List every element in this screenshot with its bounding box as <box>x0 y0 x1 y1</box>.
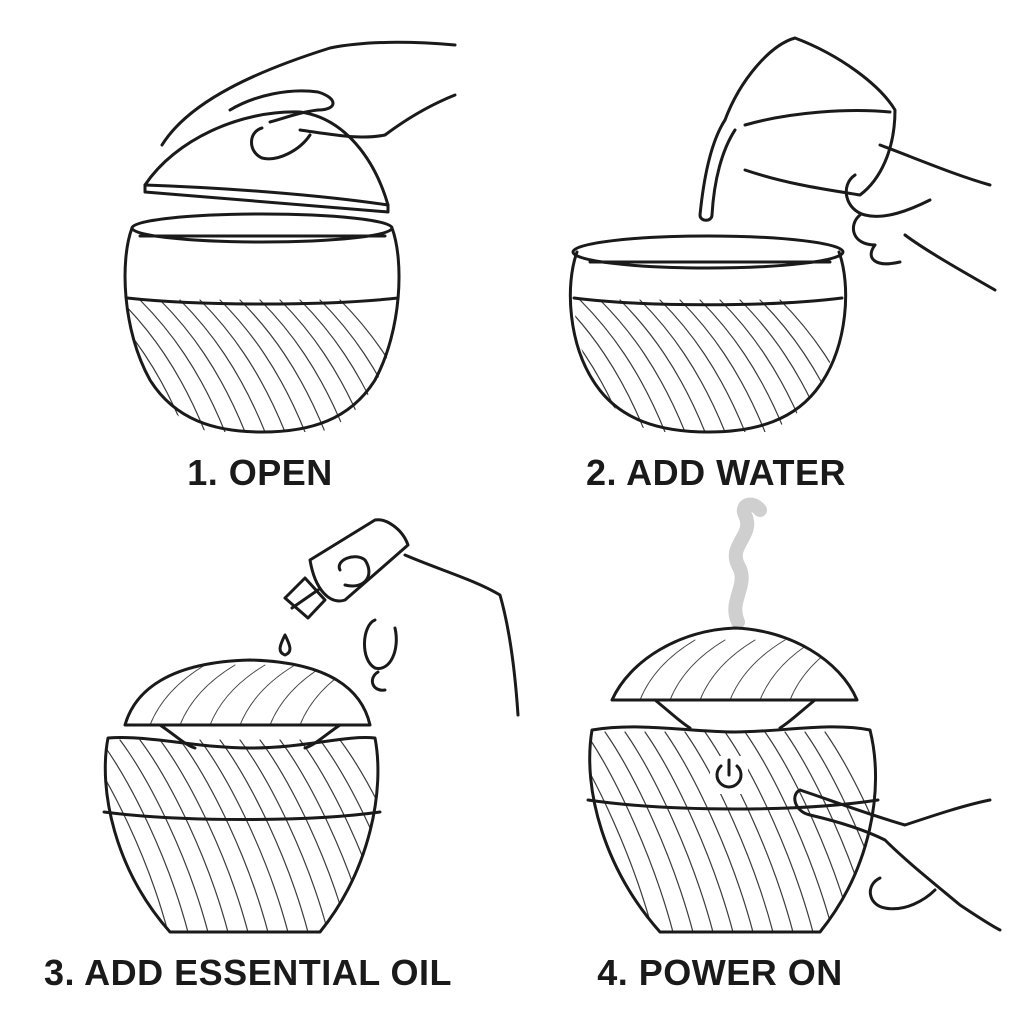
step-4-illustration <box>586 497 1002 934</box>
oil-drop <box>278 633 292 657</box>
water-stream <box>698 118 737 222</box>
step-1-label: 1. OPEN <box>187 452 333 493</box>
diffuser-body <box>588 725 878 934</box>
hand-1 <box>160 40 457 161</box>
mist-plume <box>728 497 767 629</box>
diffuser-body <box>123 226 401 434</box>
step-3-illustration <box>102 518 520 934</box>
measuring-cup <box>723 36 897 197</box>
diffuser-rim <box>571 234 845 270</box>
step-2-label: 2. ADD WATER <box>585 452 846 493</box>
hand-3 <box>337 553 520 717</box>
step-4-label: 4. POWER ON <box>597 952 843 993</box>
step-2-illustration <box>568 36 997 434</box>
power-button-icon <box>710 756 748 794</box>
step-3-label: 3. ADD ESSENTIAL OIL <box>43 952 453 993</box>
hand-4 <box>793 788 1002 932</box>
hand-2 <box>844 143 997 292</box>
oil-bottle <box>308 518 410 603</box>
diffuser-cap <box>610 626 859 702</box>
step-1-illustration <box>123 40 457 434</box>
diffuser-body <box>103 736 380 934</box>
diffuser-cap <box>123 658 372 727</box>
diffuser-rim <box>130 212 394 244</box>
diffuser-body <box>568 250 848 434</box>
diffuser-lid <box>143 110 390 207</box>
